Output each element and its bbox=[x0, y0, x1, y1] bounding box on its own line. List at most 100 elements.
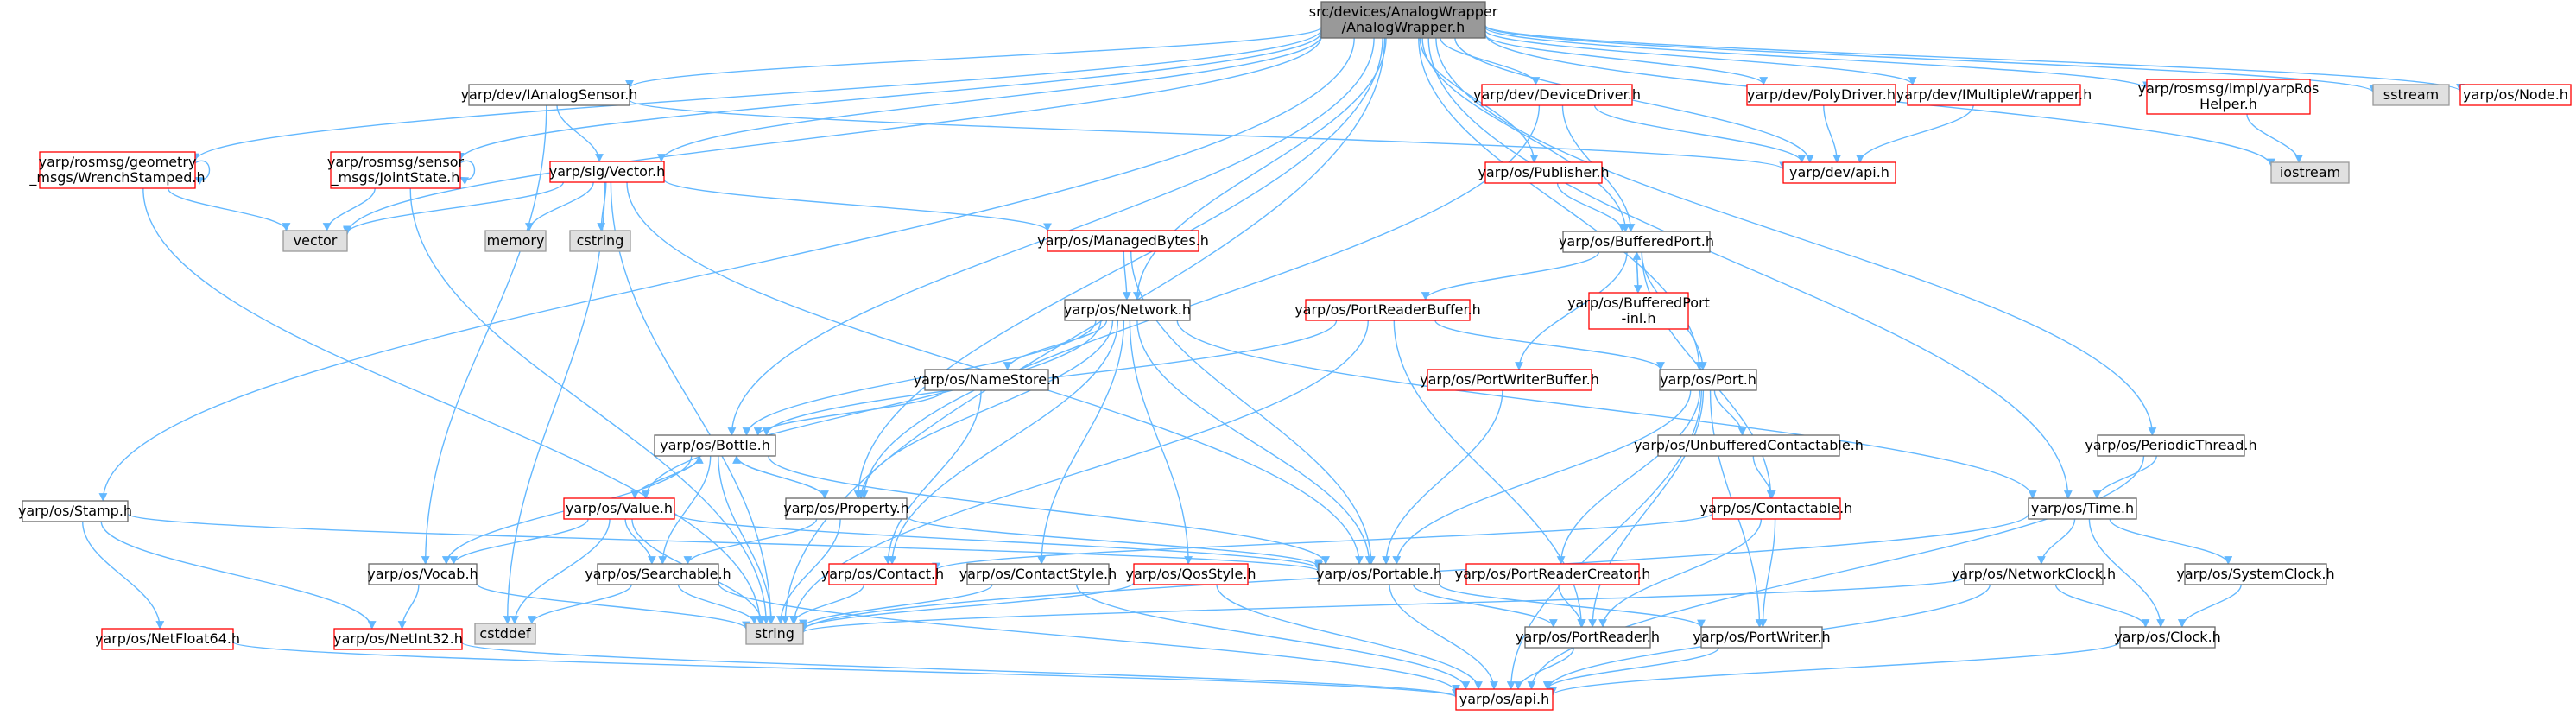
node-netint32[interactable]: yarp/os/NetInt32.h bbox=[333, 628, 463, 650]
node-port[interactable]: yarp/os/Port.h bbox=[1659, 369, 1757, 391]
node-clock[interactable]: yarp/os/Clock.h bbox=[2114, 626, 2221, 649]
node-cstring: cstring bbox=[569, 230, 631, 252]
node-managedbytes[interactable]: yarp/os/ManagedBytes.h bbox=[1037, 230, 1209, 252]
node-stamp[interactable]: yarp/os/Stamp.h bbox=[18, 500, 132, 522]
node-portreadercreator[interactable]: yarp/os/PortReaderCreator.h bbox=[1455, 563, 1651, 585]
node-portwriterbuffer[interactable]: yarp/os/PortWriterBuffer.h bbox=[1420, 369, 1599, 391]
node-property[interactable]: yarp/os/Property.h bbox=[783, 497, 909, 520]
node-qosstyle[interactable]: yarp/os/QosStyle.h bbox=[1125, 563, 1256, 585]
node-networkclock[interactable]: yarp/os/NetworkClock.h bbox=[1952, 563, 2116, 585]
edge-port-to-portable bbox=[1392, 389, 1692, 565]
edge-publisher-to-bufferedport bbox=[1556, 182, 1627, 232]
node-box bbox=[330, 151, 461, 189]
node-label: yarp/os/Time.h bbox=[2031, 500, 2134, 516]
edge-vector-to-string bbox=[610, 181, 775, 624]
node-systemclock[interactable]: yarp/os/SystemClock.h bbox=[2176, 563, 2335, 585]
edge-networkclock-to-string bbox=[799, 577, 1965, 634]
edge-root-to-time bbox=[1427, 37, 2073, 499]
edge-bottle-to-portable bbox=[768, 455, 1330, 565]
edge-property-to-string bbox=[776, 518, 841, 624]
edge-polydriver-to-devapi bbox=[1823, 104, 1842, 163]
edge-stamp-to-netfloat64 bbox=[82, 521, 165, 630]
edge-bottle-to-searchable bbox=[658, 455, 712, 565]
node-box bbox=[1562, 231, 1711, 253]
node-bottle[interactable]: yarp/os/Bottle.h bbox=[654, 434, 776, 457]
node-label: yarp/os/Searchable.h bbox=[585, 566, 731, 582]
node-vector[interactable]: yarp/sig/Vector.h bbox=[549, 161, 665, 183]
node-box bbox=[2372, 84, 2450, 106]
node-namestore[interactable]: yarp/os/NameStore.h bbox=[914, 369, 1060, 391]
node-contactstyle[interactable]: yarp/os/ContactStyle.h bbox=[959, 563, 1117, 585]
edge-wrenchstamped-to-string bbox=[142, 187, 764, 624]
edge-property-to-portable bbox=[906, 515, 1323, 568]
node-label: yarp/os/NetworkClock.h bbox=[1952, 566, 2116, 582]
node-label: _msgs/WrenchStamped.h bbox=[28, 169, 205, 187]
node-polydriver[interactable]: yarp/dev/PolyDriver.h bbox=[1746, 84, 1896, 106]
node-label: memory bbox=[487, 232, 545, 249]
node-label: yarp/rosmsg/geometry bbox=[39, 154, 197, 170]
node-value[interactable]: yarp/os/Value.h bbox=[563, 497, 675, 520]
node-box bbox=[2184, 563, 2327, 585]
node-label: -inl.h bbox=[1621, 310, 1655, 326]
node-portwriter[interactable]: yarp/os/PortWriter.h bbox=[1693, 626, 1831, 649]
node-box bbox=[474, 623, 536, 645]
node-box bbox=[282, 230, 348, 252]
node-label: yarp/os/Contactable.h bbox=[1700, 500, 1853, 516]
node-label: Helper.h bbox=[2199, 96, 2257, 112]
edge-ianalogsensor-to-vocab bbox=[421, 104, 547, 565]
edge-value-to-portable bbox=[674, 512, 1323, 570]
node-box bbox=[22, 500, 129, 522]
edge-vector-to-managedbytes bbox=[663, 179, 1052, 232]
node-osapi[interactable]: yarp/os/api.h bbox=[1455, 688, 1554, 711]
node-jointstate[interactable]: yarp/rosmsg/sensor_msgs/JointState.h bbox=[327, 151, 465, 189]
node-label: yarp/os/PortWriterBuffer.h bbox=[1420, 371, 1599, 388]
node-periodicthread[interactable]: yarp/os/PeriodicThread.h bbox=[2085, 434, 2257, 457]
edge-root-to-sstream bbox=[1484, 25, 2377, 93]
node-ianalogsensor[interactable]: yarp/dev/IAnalogSensor.h bbox=[461, 84, 638, 106]
node-box bbox=[597, 563, 719, 585]
node-publisher[interactable]: yarp/os/Publisher.h bbox=[1478, 161, 1610, 184]
node-label: yarp/os/NameStore.h bbox=[914, 371, 1060, 388]
node-label: yarp/os/NetInt32.h bbox=[333, 630, 463, 647]
node-imultiplewrapper[interactable]: yarp/dev/IMultipleWrapper.h bbox=[1896, 84, 2092, 106]
node-box bbox=[2270, 161, 2350, 184]
node-vocab[interactable]: yarp/os/Vocab.h bbox=[367, 563, 478, 585]
node-label: yarp/dev/DeviceDriver.h bbox=[1473, 86, 1641, 103]
edge-contactable-to-portreader bbox=[1598, 518, 1763, 628]
node-portreaderbuffer[interactable]: yarp/os/PortReaderBuffer.h bbox=[1294, 299, 1481, 321]
edge-root-to-wrenchstamped bbox=[191, 28, 1322, 162]
node-label: yarp/os/PortReader.h bbox=[1516, 629, 1660, 645]
edge-network-to-qosstyle bbox=[1129, 320, 1193, 565]
node-unbufferedcontactable[interactable]: yarp/os/UnbufferedContactable.h bbox=[1634, 434, 1864, 457]
node-bufferedport[interactable]: yarp/os/BufferedPort.h bbox=[1559, 231, 1714, 253]
node-box bbox=[1659, 369, 1757, 391]
node-network[interactable]: yarp/os/Network.h bbox=[1064, 299, 1191, 321]
node-box bbox=[1782, 161, 1896, 184]
node-portable[interactable]: yarp/os/Portable.h bbox=[1316, 563, 1442, 585]
node-contactable[interactable]: yarp/os/Contactable.h bbox=[1700, 497, 1853, 520]
node-bufferedportinl[interactable]: yarp/os/BufferedPort-inl.h bbox=[1567, 292, 1710, 330]
edge-jointstate-to-jointstate bbox=[459, 160, 476, 185]
node-time[interactable]: yarp/os/Time.h bbox=[2028, 497, 2137, 520]
edge-portreaderbuffer-to-bottle bbox=[762, 320, 1338, 436]
node-label: yarp/os/Clock.h bbox=[2114, 629, 2221, 645]
edge-unbufferedcontactable-to-contactable bbox=[1752, 455, 1776, 499]
node-wrenchstamped[interactable]: yarp/rosmsg/geometry_msgs/WrenchStamped.… bbox=[28, 151, 206, 189]
edge-contactstyle-to-osapi bbox=[1076, 584, 1471, 690]
node-node[interactable]: yarp/os/Node.h bbox=[2459, 84, 2572, 106]
node-box bbox=[1657, 434, 1840, 457]
edge-root-to-bufferedport bbox=[1421, 37, 1630, 232]
node-contact[interactable]: yarp/os/Contact.h bbox=[821, 563, 944, 585]
node-devicedriver[interactable]: yarp/dev/DeviceDriver.h bbox=[1473, 84, 1641, 106]
node-portreader[interactable]: yarp/os/PortReader.h bbox=[1516, 626, 1660, 649]
node-devapi[interactable]: yarp/dev/api.h bbox=[1782, 161, 1896, 184]
node-searchable[interactable]: yarp/os/Searchable.h bbox=[585, 563, 731, 585]
node-netfloat64[interactable]: yarp/os/NetFloat64.h bbox=[95, 628, 240, 650]
edge-vocab-to-string bbox=[476, 582, 750, 630]
edge-root-to-jointstate bbox=[456, 32, 1322, 161]
edge-root-to-publisher bbox=[1419, 37, 1539, 163]
node-root[interactable]: src/devices/AnalogWrapper/AnalogWrapper.… bbox=[1309, 1, 1498, 39]
edge-managedbytes-to-network bbox=[1122, 250, 1131, 301]
edge-jointstate-to-string bbox=[409, 187, 771, 624]
